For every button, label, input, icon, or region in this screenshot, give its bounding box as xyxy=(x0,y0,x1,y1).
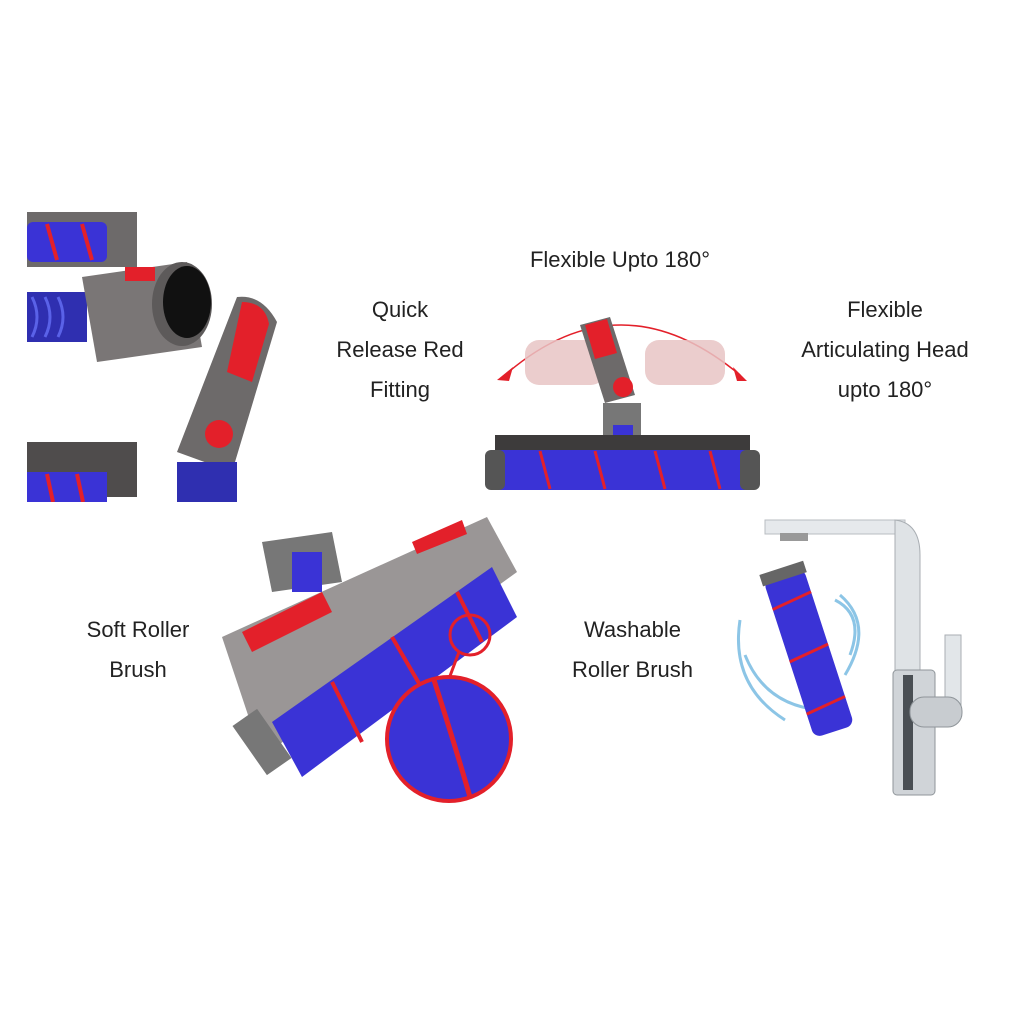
soft-roller-brush-photo xyxy=(222,512,522,807)
articulating-head-label: Flexible Articulating Head upto 180° xyxy=(780,290,990,410)
label-line: Flexible Upto 180° xyxy=(529,247,710,272)
washable-roller-photo xyxy=(725,515,975,805)
label-line: Brush xyxy=(109,657,167,682)
washable-roller-label: Washable Roller Brush xyxy=(555,610,710,690)
arrow-right-icon xyxy=(733,367,747,381)
quick-release-label: Quick Release Red Fitting xyxy=(320,290,480,410)
label-line: Quick xyxy=(371,297,429,322)
soft-roller-label: Soft Roller Brush xyxy=(68,610,208,690)
label-line: Washable xyxy=(583,617,681,642)
articulating-head-photo xyxy=(485,285,760,495)
quick-release-photo xyxy=(27,212,297,502)
label-line: upto 180° xyxy=(837,377,933,402)
label-line: Roller Brush xyxy=(571,657,694,682)
label-line: Articulating Head xyxy=(801,337,969,362)
label-line: Flexible xyxy=(847,297,923,322)
label-line: Soft Roller xyxy=(86,617,190,642)
arrow-left-icon xyxy=(497,367,513,381)
flexible-upto-label: Flexible Upto 180° xyxy=(500,240,740,280)
label-line: Fitting xyxy=(370,377,430,402)
label-line: Release Red xyxy=(336,337,464,362)
